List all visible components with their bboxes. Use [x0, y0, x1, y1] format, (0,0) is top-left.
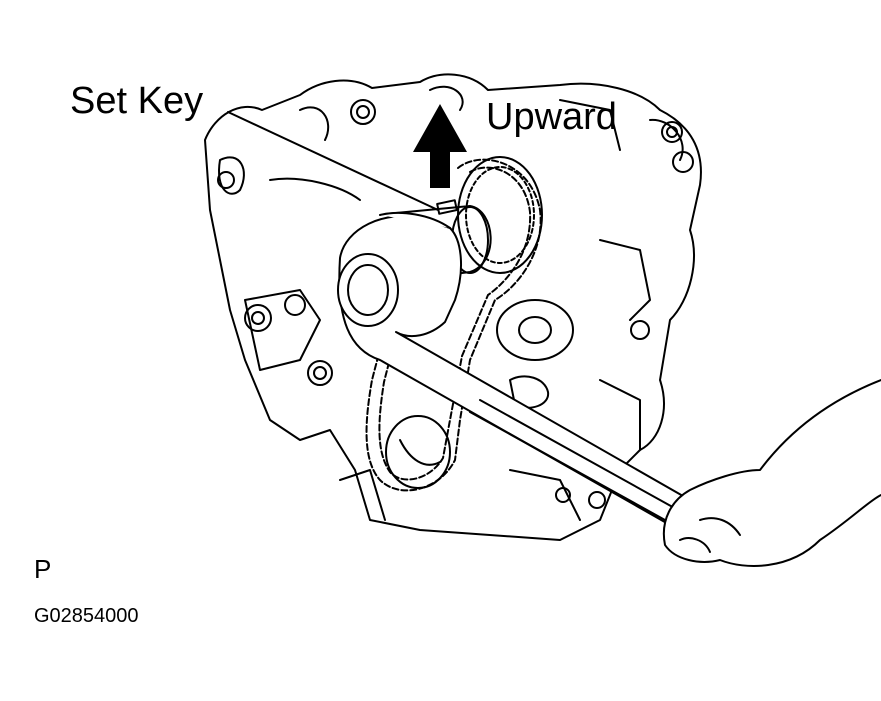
set-key-label: Set Key [70, 80, 204, 122]
view-marker-label: P [34, 554, 52, 584]
crankshaft-sprocket [385, 415, 451, 489]
upward-label: Upward [486, 96, 617, 138]
wrench [337, 212, 691, 526]
hand [662, 379, 881, 567]
camshaft-sprocket [457, 156, 543, 274]
engine-block-outline [204, 73, 702, 541]
set-key [436, 199, 458, 215]
upward-arrow [413, 104, 467, 188]
bolt-holes [217, 99, 694, 509]
figure-code-label: G02854000 [34, 605, 139, 627]
set-key-leader-line [227, 111, 439, 211]
chain-tensioner [496, 299, 574, 409]
